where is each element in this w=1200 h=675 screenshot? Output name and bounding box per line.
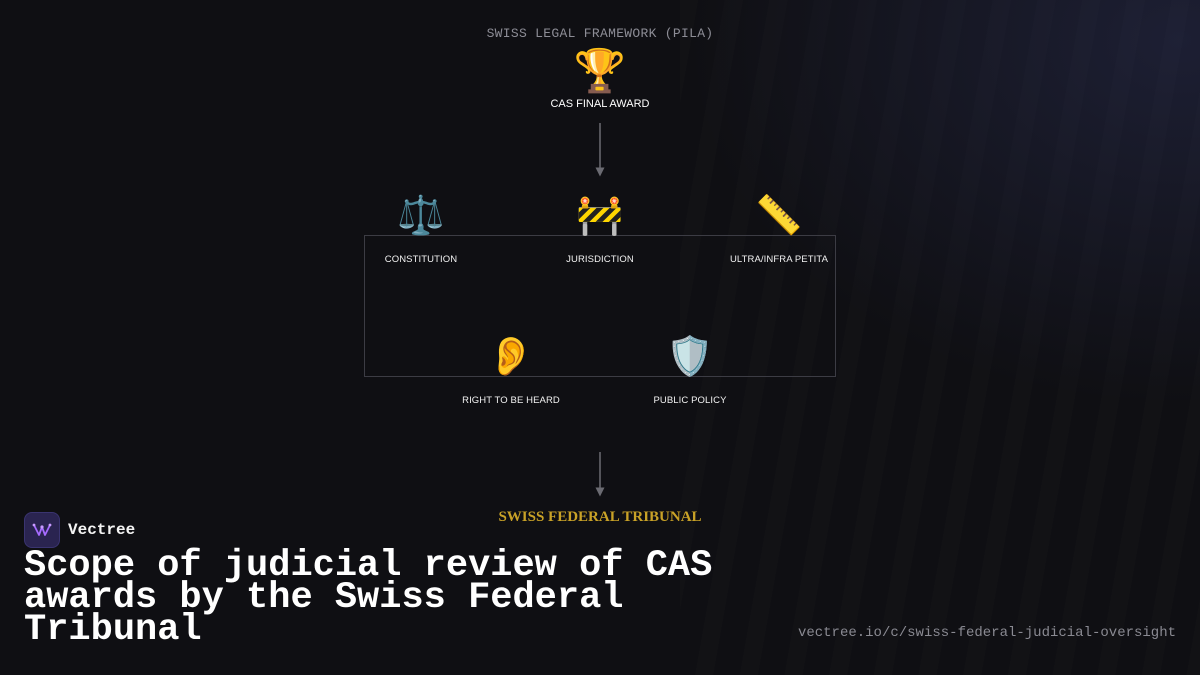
cas-final-award-node: 🏆 CAS FINAL AWARD	[520, 46, 680, 111]
framework-label: SWISS LEGAL FRAMEWORK (PILA)	[486, 26, 714, 41]
shield-icon: 🛡️	[666, 334, 714, 378]
ruler-icon: 📏	[755, 193, 803, 237]
brand: Vectree	[24, 512, 135, 548]
ground-label: PUBLIC POLICY	[653, 395, 727, 406]
ear-icon: 👂	[487, 334, 535, 378]
source-url: vectree.io/c/swiss-federal-judicial-over…	[797, 625, 1176, 641]
page-title: Scope of judicial review of CAS awards b…	[24, 545, 713, 651]
ground-node-public-policy: 🛡️ PUBLIC POLICY	[620, 337, 760, 406]
trophy-icon: 🏆	[573, 46, 627, 95]
ground-node-right-to-be-heard: 👂 RIGHT TO BE HEARD	[441, 337, 581, 406]
grounds-frame	[364, 235, 836, 377]
ground-node-ultra-infra-petita: 📏 ULTRA/INFRA PETITA	[709, 196, 849, 265]
background-rays	[680, 0, 1200, 675]
ground-label: ULTRA/INFRA PETITA	[729, 254, 829, 265]
ground-label: CONSTITUTION	[384, 254, 458, 265]
brand-name: Vectree	[68, 521, 136, 539]
swiss-federal-tribunal-node: SWISS FEDERAL TRIBUNAL	[498, 509, 702, 525]
barrier-icon: 🚧	[576, 193, 624, 237]
vectree-logo-icon	[24, 512, 60, 548]
ground-label: JURISDICTION	[566, 254, 634, 265]
ground-node-jurisdiction: 🚧 JURISDICTION	[530, 196, 670, 265]
ground-node-constitution: ⚖️ CONSTITUTION	[351, 196, 491, 265]
ground-label: RIGHT TO BE HEARD	[462, 395, 560, 406]
scales-icon: ⚖️	[397, 193, 445, 237]
cas-final-award-label: CAS FINAL AWARD	[550, 98, 650, 110]
